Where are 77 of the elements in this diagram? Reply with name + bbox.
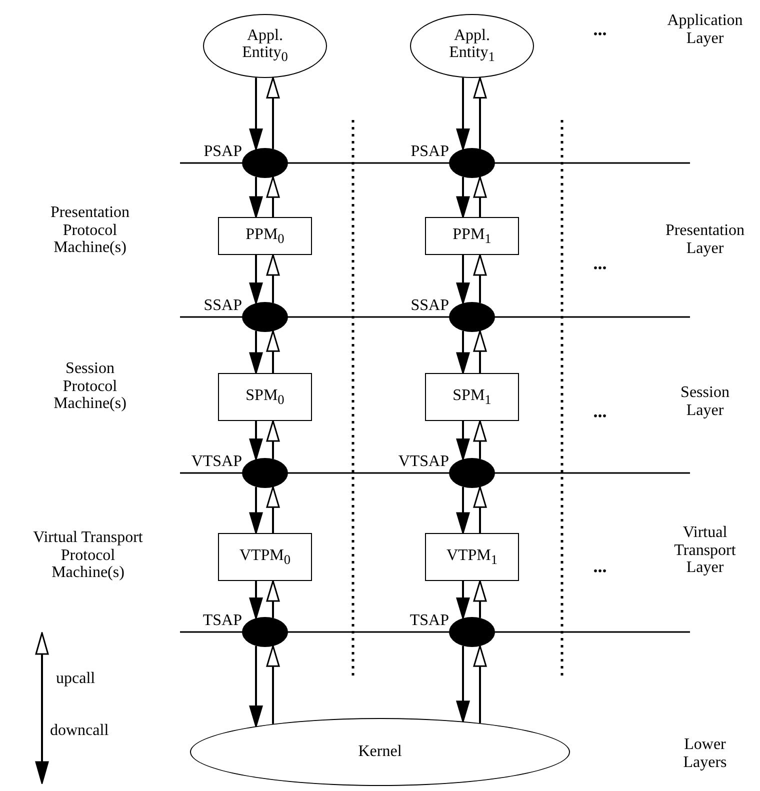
upcall-arrow — [266, 176, 280, 217]
upcall-arrow — [473, 176, 487, 217]
node-label: VTPM$_{0}$ — [239, 546, 291, 568]
ellipsis-mark: ... — [592, 20, 608, 40]
upcall-arrow — [266, 76, 280, 149]
access-point-dot — [242, 302, 288, 332]
access-point-dot — [242, 617, 288, 647]
layer-label: Presentation Protocol Machine(s) — [49, 204, 131, 257]
downcall-arrow — [456, 78, 470, 150]
access-point-label: SSAP — [202, 297, 242, 315]
upcall-arrow — [266, 254, 280, 303]
node-label: SPM$_{0}$ — [246, 386, 284, 408]
access-point-dot — [242, 148, 288, 178]
upcall-arrow — [473, 420, 487, 459]
legend-label: downcall — [50, 722, 109, 740]
upcall-arrow — [266, 580, 280, 618]
downcall-arrow — [249, 255, 263, 304]
access-point-label: VTSAP — [190, 453, 242, 471]
downcall-arrow — [456, 581, 470, 619]
downcall-arrow — [456, 486, 470, 534]
downcall-arrow — [249, 486, 263, 534]
downcall-arrow — [249, 78, 263, 150]
downcall-arrow — [249, 421, 263, 460]
upcall-arrow — [266, 420, 280, 459]
access-point-dot — [242, 458, 288, 488]
node-label: Kernel — [358, 743, 402, 761]
access-point-label: TSAP — [202, 612, 242, 630]
ellipsis-mark: ... — [592, 254, 608, 274]
ellipsis-mark: ... — [592, 557, 608, 577]
downcall-arrow — [456, 176, 470, 218]
upcall-arrow — [473, 580, 487, 618]
downcall-arrow — [456, 255, 470, 304]
process-box — [425, 217, 519, 255]
layer-label: Application Layer — [666, 12, 744, 48]
downcall-arrow — [249, 646, 263, 727]
downcall-arrow — [456, 330, 470, 374]
downcall-arrow — [249, 176, 263, 218]
access-point-label: VTSAP — [397, 453, 449, 471]
upcall-arrow — [266, 330, 280, 373]
process-box — [425, 533, 519, 581]
upcall-arrow — [473, 486, 487, 533]
downcall-arrow — [249, 330, 263, 374]
process-box — [218, 373, 312, 421]
downcall-arrow — [249, 581, 263, 619]
upcall-arrow — [473, 330, 487, 373]
node-label: Appl. Entity$_{1}$ — [448, 26, 496, 66]
layer-label: Lower Layers — [682, 736, 728, 772]
layer-label: Session Protocol Machine(s) — [52, 360, 128, 413]
upcall-arrow — [473, 645, 487, 724]
node-label: PPM$_{0}$ — [246, 226, 284, 246]
ellipsis-mark: ... — [592, 402, 608, 422]
node-label: PPM$_{1}$ — [452, 226, 492, 246]
access-point-dot — [449, 617, 495, 647]
access-point-dot — [449, 148, 495, 178]
upcall-arrow — [473, 254, 487, 303]
process-box — [218, 533, 312, 581]
layer-label: Virtual Transport Protocol Machine(s) — [32, 529, 144, 582]
upcall-arrow — [266, 645, 280, 724]
node-label: Appl. Entity$_{0}$ — [241, 26, 289, 66]
legend-label: upcall — [56, 670, 96, 688]
access-point-label: PSAP — [202, 143, 242, 161]
process-box — [218, 217, 312, 255]
access-point-label: PSAP — [410, 143, 449, 161]
access-point-label: TSAP — [408, 612, 449, 630]
downcall-arrow — [456, 646, 470, 722]
access-point-dot — [449, 302, 495, 332]
layer-label: Presentation Layer — [664, 222, 746, 258]
access-point-dot — [449, 458, 495, 488]
downcall-arrow — [456, 421, 470, 460]
access-point-label: SSAP — [410, 297, 449, 315]
layer-label: Virtual Transport Layer — [673, 524, 737, 577]
node-label: VTPM$_{1}$ — [446, 546, 498, 568]
process-box — [425, 373, 519, 421]
upcall-arrow — [473, 76, 487, 149]
upcall-arrow — [266, 486, 280, 533]
layer-label: Session Layer — [680, 384, 730, 420]
node-label: SPM$_{1}$ — [452, 386, 492, 408]
